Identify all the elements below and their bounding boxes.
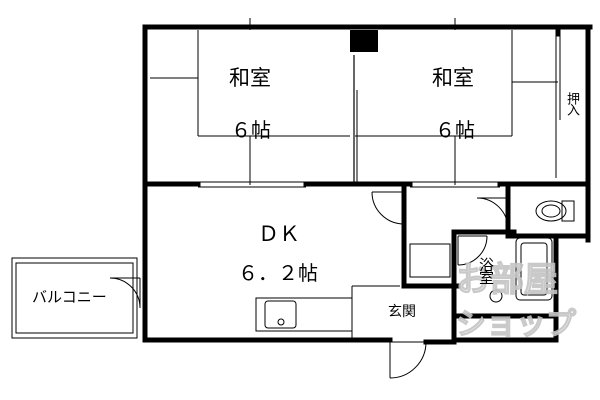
washitsu-left-size: ６帖 [231, 118, 271, 142]
oshiire-label: 押入 [564, 92, 579, 114]
watermark: お部屋 ショップ [455, 252, 576, 343]
kitchen-counter [255, 297, 353, 332]
washitsu-left-tatami [150, 18, 350, 185]
appliance-space [409, 243, 451, 278]
walls [142, 24, 593, 345]
dk-name: ＤＫ [258, 222, 300, 246]
washitsu-right-tatami [355, 18, 558, 185]
dk-size: ６．２帖 [238, 261, 318, 285]
entrance-label: 玄関 [388, 304, 416, 320]
watermark-line2: ショップ [455, 306, 576, 342]
washitsu-right-size: ６帖 [435, 118, 475, 142]
bathroom-label: 浴室 [477, 257, 495, 283]
watermark-line1: お部屋 [455, 259, 558, 300]
balcony-label: バルコニー [32, 288, 107, 306]
toilet [535, 200, 575, 222]
pillar [350, 30, 378, 52]
washitsu-left-name: 和室 [229, 66, 271, 90]
washitsu-right-name: 和室 [432, 66, 474, 90]
balcony-rail [11, 257, 138, 339]
